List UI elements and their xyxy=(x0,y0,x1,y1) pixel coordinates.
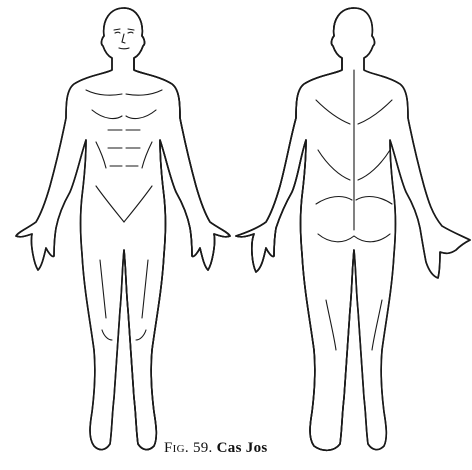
caption-case-name: Cas Jos xyxy=(217,440,268,456)
back-body-outline xyxy=(236,8,470,450)
back-left-hatching xyxy=(236,8,470,450)
front-body-view xyxy=(16,8,230,450)
front-body-outline-top xyxy=(16,8,230,450)
back-body-outline-top xyxy=(236,8,470,450)
back-musculature xyxy=(316,70,392,350)
front-right-hatching xyxy=(16,8,230,450)
front-body-outline xyxy=(16,8,230,450)
front-torso-musculature xyxy=(86,90,162,340)
caption-figure-number: Fig. 59. xyxy=(164,440,213,456)
front-face xyxy=(114,29,134,49)
figure-caption: Fig. 59. Cas Jos xyxy=(164,440,268,457)
back-body-view xyxy=(236,8,470,450)
